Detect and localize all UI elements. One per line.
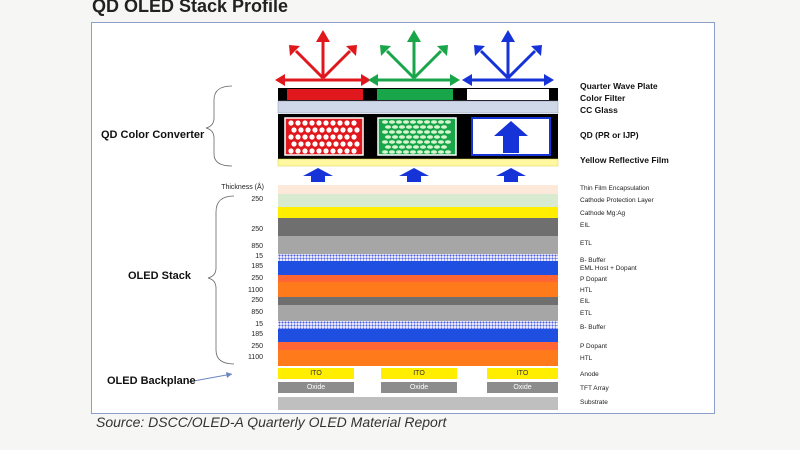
ito-anode: ITO — [381, 368, 457, 379]
layer-p-dopant-2 — [278, 342, 558, 350]
thickness-header: Thickness (Å) — [221, 184, 264, 191]
layer-p-dopant — [278, 275, 558, 282]
page-title: QD OLED Stack Profile — [92, 0, 289, 16]
layer-label: ETL — [580, 240, 592, 247]
layer-thickness: 250 — [251, 275, 263, 282]
yellow-reflective-film — [277, 158, 559, 167]
blue-light-arrow-icon — [303, 168, 333, 182]
layer-thickness: 1100 — [247, 287, 263, 294]
layer-htl-2 — [278, 350, 558, 366]
layer-eil-2 — [278, 297, 558, 305]
ito-anode: ITO — [487, 368, 558, 379]
layer-eil — [278, 218, 558, 236]
layer-eml-2 — [278, 329, 558, 342]
blue-light-arrow-icon — [399, 168, 429, 182]
layer-label: HTL — [580, 355, 593, 362]
green-qd-dots — [382, 120, 451, 154]
blue-passthrough-arrow-icon — [494, 121, 528, 153]
layer-thickness: 15 — [255, 321, 263, 328]
group-label-qd-color-converter: QD Color Converter — [101, 129, 205, 141]
layer-label: P Dopant — [580, 343, 607, 350]
source-caption: Source: DSCC/OLED-A Quarterly OLED Mater… — [96, 414, 447, 430]
layer-htl — [278, 282, 558, 297]
layer-label: EIL — [580, 298, 590, 305]
group-label-oled-stack: OLED Stack — [128, 270, 191, 282]
layer-label: B- Buffer — [580, 324, 606, 331]
layer-thin-film-encapsulation — [278, 185, 558, 194]
layer-label: HTL — [580, 287, 593, 294]
cc-glass — [277, 100, 559, 114]
green-emission-arrows — [368, 30, 460, 86]
red-filter — [287, 89, 363, 100]
layer-thickness: 250 — [251, 226, 263, 233]
red-qd-dots — [288, 120, 360, 154]
layer-etl — [278, 236, 558, 254]
red-emission-arrows — [275, 30, 371, 86]
layer-label: B- Buffer — [580, 257, 606, 264]
layer-label: Cathode Protection Layer — [580, 197, 654, 204]
clear-filter — [467, 89, 549, 100]
layer-label: P Dopant — [580, 276, 607, 283]
oxide-tft: Oxide — [278, 382, 354, 393]
layer-b-buffer-2 — [278, 321, 558, 329]
layer-thickness: 850 — [251, 309, 263, 316]
oxide-tft: Oxide — [487, 382, 558, 393]
label-quarter-wave-plate: Quarter Wave Plate — [580, 81, 658, 91]
label-tft-array: TFT Array — [580, 385, 609, 392]
blue-emission-arrows — [462, 30, 554, 86]
label-qd: QD (PR or IJP) — [580, 130, 639, 140]
layer-b-buffer — [278, 254, 558, 261]
layer-cathode-protection — [278, 194, 558, 207]
layer-label: EML Host + Dopant — [580, 265, 637, 272]
layer-thickness: 185 — [251, 331, 263, 338]
layer-thickness: 1100 — [247, 354, 263, 361]
layer-label: ETL — [580, 310, 592, 317]
label-color-filter: Color Filter — [580, 93, 626, 103]
layer-thickness: 185 — [251, 263, 263, 270]
layer-label: EIL — [580, 222, 590, 229]
green-filter — [377, 89, 453, 100]
layer-label: Cathode Mg:Ag — [580, 210, 626, 217]
label-anode: Anode — [580, 371, 599, 378]
label-substrate: Substrate — [580, 399, 608, 406]
layer-thickness: 250 — [251, 343, 263, 350]
layer-etl-2 — [278, 305, 558, 321]
oxide-tft: Oxide — [381, 382, 457, 393]
layer-thickness: 850 — [251, 243, 263, 250]
substrate — [278, 397, 558, 410]
layer-label: Thin Film Encapsulation — [580, 185, 650, 192]
layer-thickness: 250 — [251, 297, 263, 304]
label-yellow-reflective-film: Yellow Reflective Film — [580, 155, 669, 165]
ito-anode: ITO — [278, 368, 354, 379]
group-label-oled-backplane: OLED Backplane — [107, 375, 196, 387]
layer-cathode — [278, 207, 558, 218]
blue-light-arrow-icon — [496, 168, 526, 182]
label-cc-glass: CC Glass — [580, 105, 618, 115]
layer-thickness: 15 — [255, 253, 263, 260]
layer-eml — [278, 261, 558, 275]
layer-thickness: 250 — [251, 196, 263, 203]
